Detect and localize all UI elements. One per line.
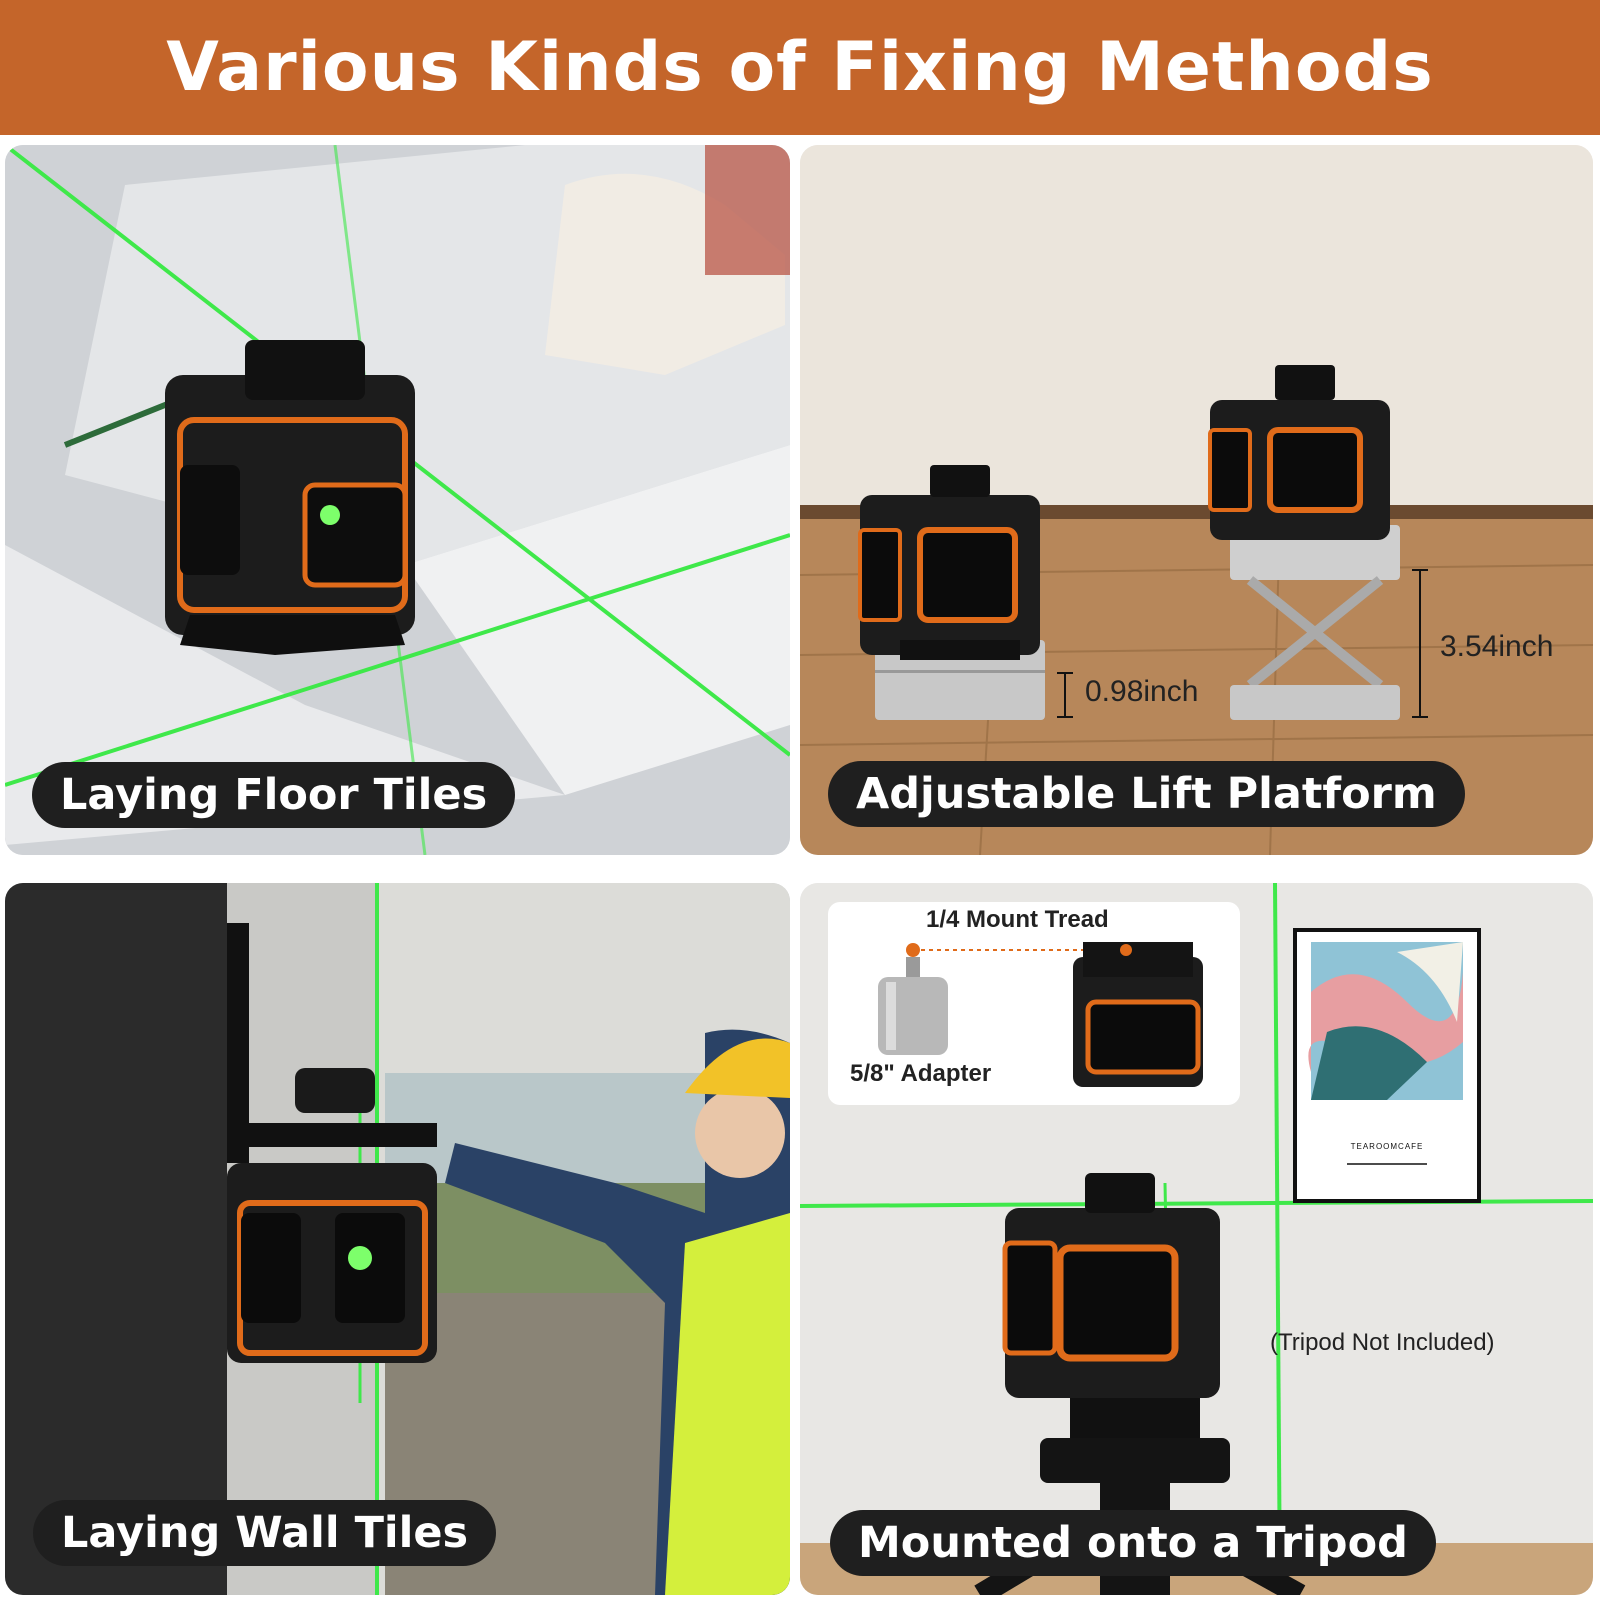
mount-tread-label: 1/4 Mount Tread (926, 906, 1109, 933)
adapter-label: 5/8" Adapter (850, 1060, 992, 1087)
wall-poster: TEAROOMCAFE (1293, 928, 1481, 1203)
lift-platform-scene (800, 145, 1593, 855)
label-wall-tiles: Laying Wall Tiles (33, 1500, 497, 1566)
panel-wall-tiles: Laying Wall Tiles (5, 883, 790, 1595)
wall-tiles-scene (5, 883, 790, 1595)
label-lift-platform: Adjustable Lift Platform (828, 761, 1465, 827)
tripod-head (1040, 1438, 1230, 1483)
label-floor-tiles: Laying Floor Tiles (32, 762, 516, 828)
low-height-measure: 0.98inch (1085, 675, 1199, 708)
poster-art (1308, 942, 1463, 1165)
panel-lift-platform: 0.98inch 3.54inch Adjustable Lift Platfo… (800, 145, 1593, 855)
adapter-diagram (878, 942, 1203, 1087)
panel-floor-tiles: Laying Floor Tiles (5, 145, 790, 855)
tripod-note: (Tripod Not Included) (1270, 1329, 1495, 1356)
adapter-inset: 1/4 Mount Tread 5/8" Adapter (828, 902, 1240, 1105)
page-title: Various Kinds of Fixing Methods (166, 28, 1434, 107)
label-tripod: Mounted onto a Tripod (830, 1510, 1436, 1576)
floor-tiles-scene (5, 145, 790, 855)
header-banner: Various Kinds of Fixing Methods (0, 0, 1600, 135)
high-height-measure: 3.54inch (1440, 630, 1554, 663)
poster-text: TEAROOMCAFE (1350, 1142, 1424, 1151)
